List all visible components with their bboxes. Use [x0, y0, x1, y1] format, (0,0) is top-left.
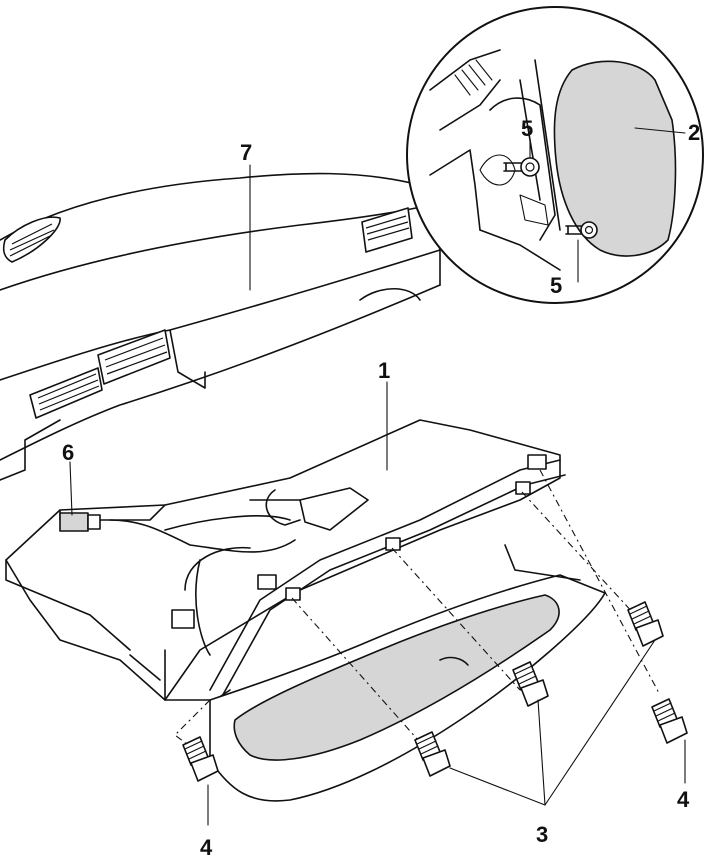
screw-4-upper-right	[627, 601, 664, 647]
callout-2: 2	[688, 120, 700, 145]
callout-5-upper: 5	[521, 116, 533, 141]
callout-3: 3	[536, 822, 548, 847]
detail-inset	[406, 6, 704, 304]
screw-4-left	[182, 736, 219, 782]
callout-4-right: 4	[677, 787, 690, 812]
bolt-upper	[503, 157, 540, 177]
side-airbag	[553, 60, 677, 257]
callout-7: 7	[240, 140, 252, 165]
callout-1: 1	[378, 358, 390, 383]
screw-3-left	[414, 731, 451, 777]
callout-leaders	[69, 164, 686, 826]
screw-3-right	[512, 661, 549, 707]
connector	[59, 512, 89, 532]
callout-5-lower: 5	[550, 273, 562, 298]
leader-lines	[174, 469, 661, 746]
screw-4-lower-right	[651, 698, 688, 744]
glove-box-lid	[209, 544, 606, 802]
callout-4-left: 4	[200, 835, 213, 860]
glove-box-housing	[5, 419, 566, 701]
bolt-lower	[565, 221, 598, 239]
callout-6: 6	[62, 440, 74, 465]
dashboard-panel	[0, 172, 441, 481]
